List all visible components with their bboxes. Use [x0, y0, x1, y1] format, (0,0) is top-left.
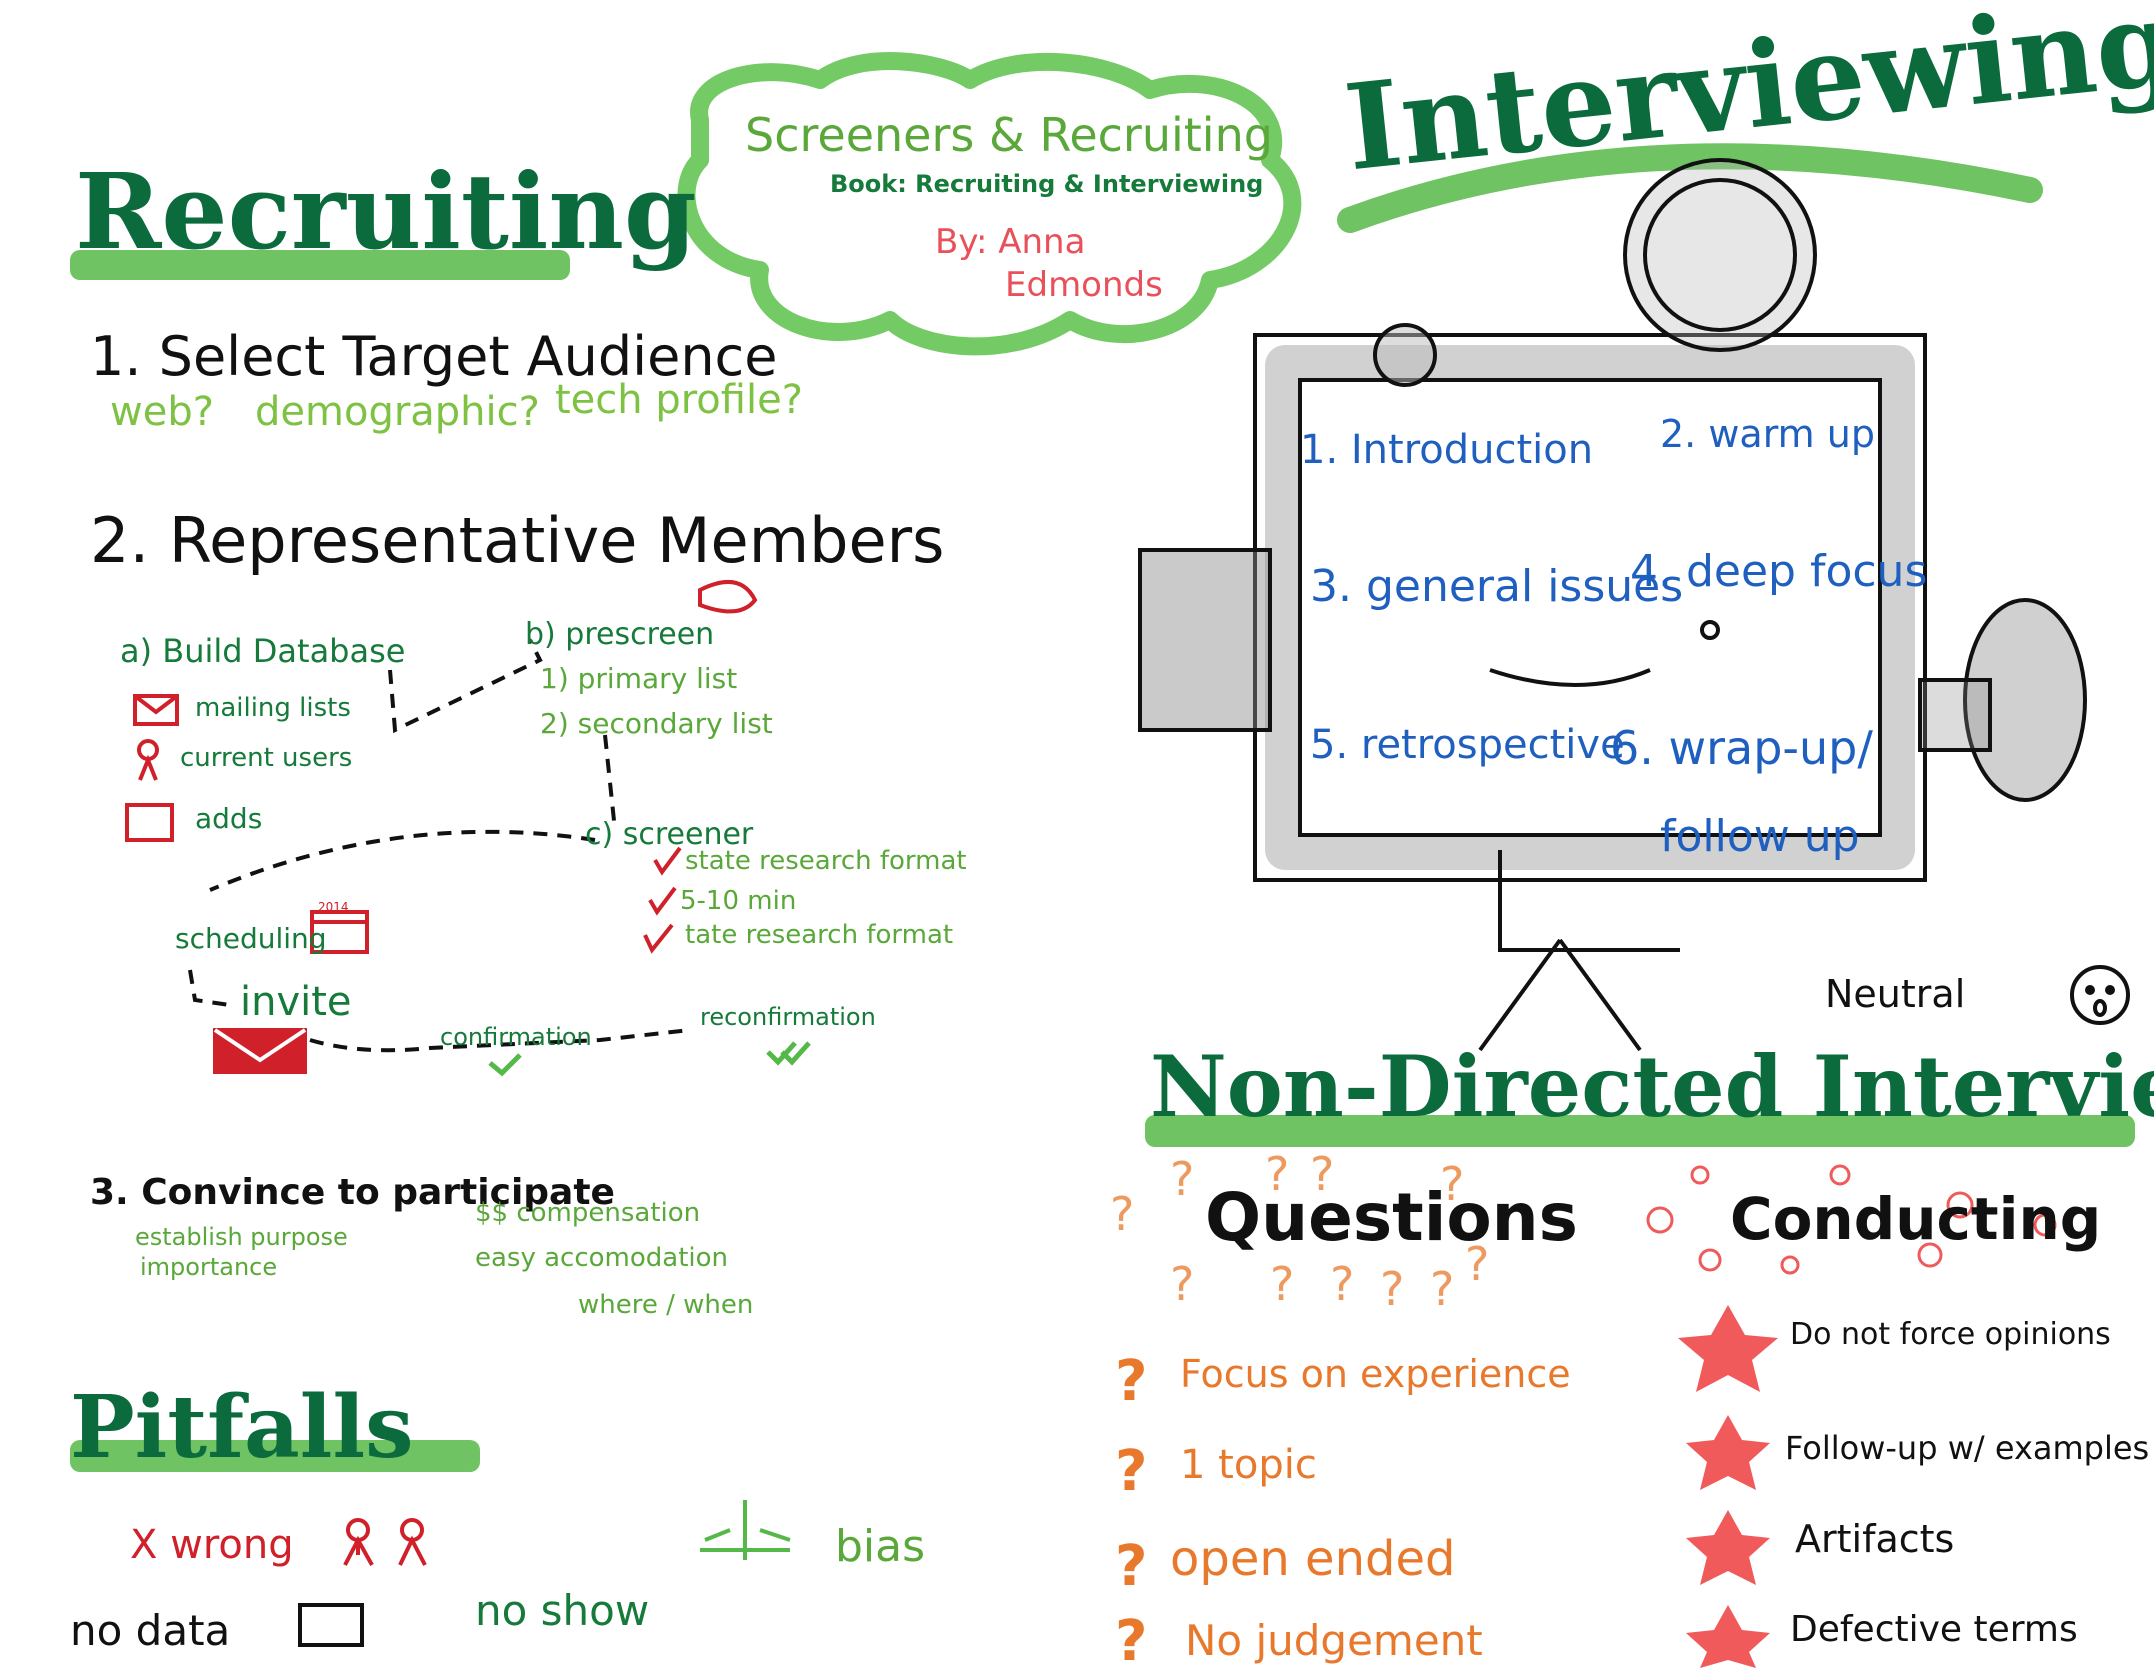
step1-option-tech: tech profile?: [555, 377, 803, 423]
invite-label: invite: [240, 979, 352, 1025]
confirmation-label: confirmation: [440, 1023, 592, 1051]
conducting-item-1: Do not force opinions: [1790, 1317, 2111, 1352]
screener-item-3: tate research format: [685, 920, 954, 950]
svg-text:?: ?: [1430, 1262, 1454, 1316]
interview-step-6: 6. wrap-up/: [1610, 721, 1873, 775]
conducting-title: Conducting: [1730, 1185, 2102, 1253]
screener-item-2: 5-10 min: [680, 886, 797, 916]
svg-text:?: ?: [1115, 1349, 1147, 1414]
checkmarks: [643, 846, 682, 954]
green-checkmarks: [488, 1041, 811, 1077]
svg-text:?: ?: [1170, 1257, 1194, 1311]
svg-text:?: ?: [1380, 1262, 1404, 1316]
step3-right-3: where / when: [578, 1290, 754, 1320]
recruiting-highlight: [70, 250, 570, 280]
database-item-users: current users: [180, 743, 353, 773]
non-directed-highlight: [1145, 1115, 2135, 1147]
step3-title: 3. Convince to participate: [90, 1172, 615, 1213]
interviewing-highlight: [1337, 143, 2043, 233]
svg-text:?: ?: [1115, 1609, 1147, 1668]
screener-item-1: state research format: [685, 846, 967, 876]
calendar-icon: 2014: [318, 900, 349, 914]
question-bullets: ?? ??: [1115, 1349, 1147, 1668]
scheduling-label: scheduling: [175, 922, 327, 955]
pitfalls-title: Pitfalls: [70, 1377, 414, 1478]
conducting-swirls: [1646, 1164, 2057, 1275]
build-database-label: a) Build Database: [120, 632, 406, 670]
conducting-item-4: Defective terms: [1790, 1609, 2078, 1650]
cloud-outline: [677, 52, 1302, 356]
question-marks: ??? ??? ??? ??: [1110, 1147, 1489, 1316]
screener-label: c) screener: [585, 817, 754, 852]
neutral-face: [2070, 965, 2130, 1025]
interview-step-5: 5. retrospective: [1310, 722, 1625, 768]
camera-drawing: [1138, 158, 2087, 1052]
question-item-3: open ended: [1170, 1531, 1456, 1587]
pitfall-bias: bias: [835, 1521, 926, 1572]
recruiting-title: Recruiting: [75, 150, 697, 273]
prescreen-label: b) prescreen: [525, 617, 715, 652]
svg-text:?: ?: [1110, 1187, 1134, 1241]
conducting-item-2: Follow-up w/ examples: [1785, 1429, 2150, 1467]
svg-text:?: ?: [1170, 1152, 1194, 1206]
database-item-adds: adds: [195, 802, 263, 835]
interview-step-6-follow: follow up: [1660, 811, 1860, 862]
pitfall-wrong: X wrong: [130, 1522, 294, 1568]
pitfall-icons: [298, 1500, 791, 1647]
step1-option-web: web?: [110, 389, 214, 435]
cloud-author-last: Edmonds: [1005, 265, 1163, 305]
svg-text:?: ?: [1115, 1534, 1147, 1599]
prescreen-item-primary: 1) primary list: [540, 662, 738, 695]
question-item-4: No judgement: [1185, 1616, 1483, 1665]
step1-title: 1. Select Target Audience: [90, 325, 778, 388]
prescreen-item-secondary: 2) secondary list: [540, 707, 773, 740]
svg-text:?: ?: [1440, 1157, 1464, 1211]
non-directed-title: Non-Directed Interview: [1150, 1037, 2154, 1136]
cloud-book: Book: Recruiting & Interviewing: [830, 170, 1264, 198]
interview-step-2: 2. warm up: [1660, 412, 1875, 456]
pitfall-no-data: no data: [70, 1606, 231, 1655]
svg-text:?: ?: [1270, 1257, 1294, 1311]
questions-title: Questions: [1205, 1179, 1578, 1256]
question-item-2: 1 topic: [1180, 1442, 1317, 1488]
interview-step-4: 4. deep focus: [1630, 546, 1928, 597]
cloud-author: By: Anna: [935, 222, 1086, 262]
step3-right-2: easy accomodation: [475, 1243, 729, 1273]
red-icons: [125, 580, 758, 1074]
step3-left-2: importance: [140, 1253, 278, 1281]
step1-option-demographic: demographic?: [255, 389, 540, 435]
flow-dashes: [188, 639, 691, 1053]
neutral-label: Neutral: [1825, 972, 1966, 1016]
svg-text:?: ?: [1310, 1147, 1334, 1201]
svg-text:?: ?: [1115, 1439, 1147, 1504]
svg-text:?: ?: [1265, 1147, 1289, 1201]
svg-text:?: ?: [1330, 1257, 1354, 1311]
pitfall-no-show: no show: [475, 1586, 650, 1635]
cloud-title: Screeners & Recruiting: [745, 108, 1273, 162]
conducting-stars: [1678, 1305, 1778, 1668]
pitfalls-highlight: [70, 1440, 480, 1472]
step3-right-1: $$ compensation: [475, 1198, 701, 1228]
step2-title: 2. Representative Members: [90, 504, 945, 577]
database-item-mailing: mailing lists: [195, 693, 351, 723]
conducting-item-3: Artifacts: [1795, 1517, 1955, 1561]
svg-text:?: ?: [1465, 1237, 1489, 1291]
interview-step-1: 1. Introduction: [1300, 427, 1594, 473]
step3-left-1: establish purpose: [135, 1223, 348, 1251]
interview-step-3: 3. general issues: [1310, 561, 1684, 612]
question-item-1: Focus on experience: [1180, 1352, 1571, 1396]
reconfirmation-label: reconfirmation: [700, 1003, 876, 1031]
